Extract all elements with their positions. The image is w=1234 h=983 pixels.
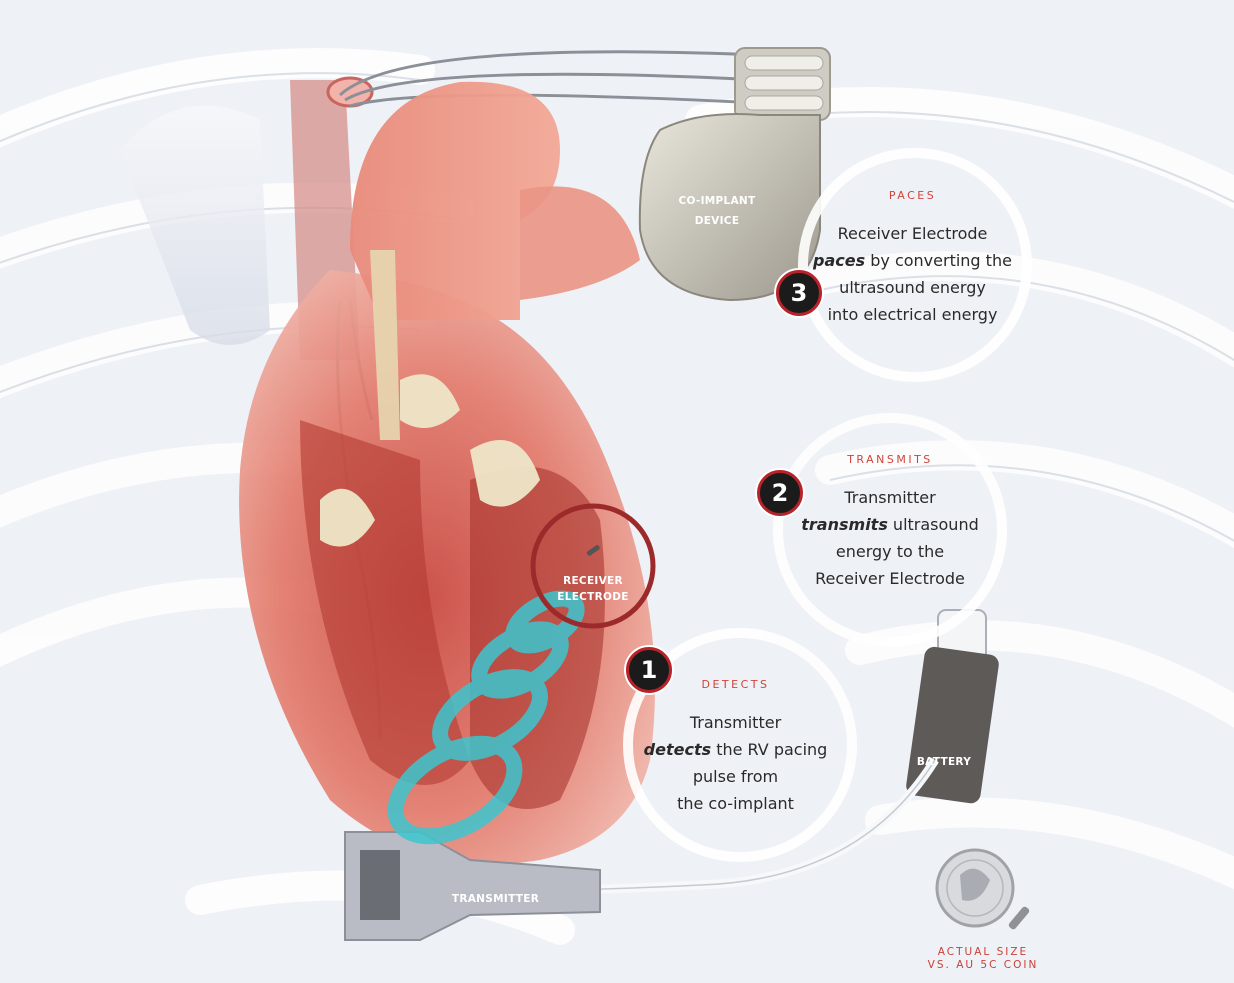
step-3-callout: PACES Receiver Electrode paces by conver… xyxy=(800,189,1025,328)
step-3-line4: into electrical energy xyxy=(800,301,1025,328)
coin-caption-line2: VS. AU 5C COIN xyxy=(918,959,1048,972)
step-1-badge: 1 xyxy=(626,647,672,693)
step-1-line3: pulse from xyxy=(628,763,843,790)
step-1-line2: the RV pacing xyxy=(711,740,827,759)
receiver-label-line2: ELECTRODE xyxy=(548,589,638,605)
step-2-badge: 2 xyxy=(757,470,803,516)
step-1-line1: Transmitter xyxy=(628,709,843,736)
step-1-line4: the co-implant xyxy=(628,790,843,817)
step-1-emphasis: detects xyxy=(644,740,711,759)
coin-caption-line1: ACTUAL SIZE xyxy=(918,946,1048,959)
coin-caption: ACTUAL SIZE VS. AU 5C COIN xyxy=(918,946,1048,972)
step-2-line2: ultrasound xyxy=(888,515,979,534)
step-3-emphasis: paces xyxy=(813,251,865,270)
co-implant-label-line2: DEVICE xyxy=(672,211,762,231)
co-implant-label-line1: CO-IMPLANT xyxy=(672,191,762,211)
co-implant-label: CO-IMPLANT DEVICE xyxy=(672,191,762,231)
receiver-label-line1: RECEIVER xyxy=(548,573,638,589)
step-2-line3: energy to the xyxy=(785,538,995,565)
transmitter-label: TRANSMITTER xyxy=(448,893,543,905)
battery-label: BATTERY xyxy=(913,756,975,768)
receiver-electrode-label: RECEIVER ELECTRODE xyxy=(548,573,638,605)
step-3-line3: ultrasound energy xyxy=(800,274,1025,301)
step-2-emphasis: transmits xyxy=(801,515,888,534)
step-2-line4: Receiver Electrode xyxy=(785,565,995,592)
step-2-callout: TRANSMITS Transmitter transmits ultrasou… xyxy=(785,453,995,592)
step-3-line1: Receiver Electrode xyxy=(800,220,1025,247)
step-3-heading: PACES xyxy=(800,189,1025,202)
step-3-line2: by converting the xyxy=(865,251,1012,270)
coin-graphic xyxy=(937,850,1030,931)
step-3-badge: 3 xyxy=(776,270,822,316)
step-1-callout: DETECTS Transmitter detects the RV pacin… xyxy=(628,678,843,817)
step-2-heading: TRANSMITS xyxy=(785,453,995,466)
step-2-line1: Transmitter xyxy=(785,484,995,511)
